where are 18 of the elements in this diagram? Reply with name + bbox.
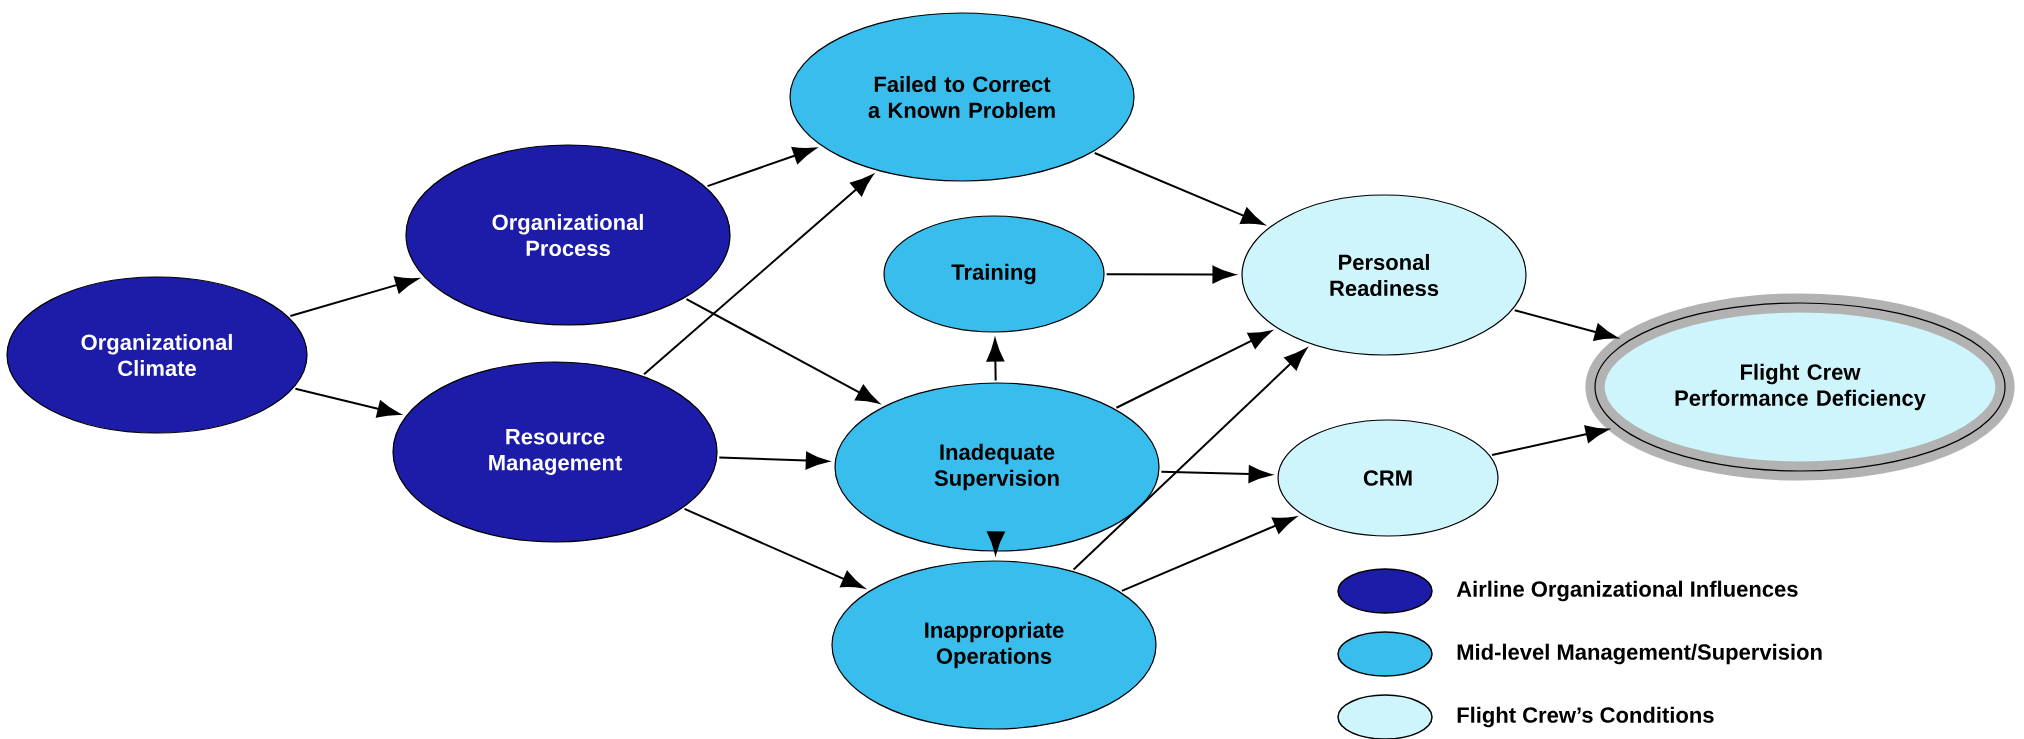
- arrow: [986, 338, 1005, 382]
- arrow: [683, 507, 865, 589]
- arrow: [987, 531, 1005, 555]
- arrow: [1160, 465, 1272, 483]
- arrow: [289, 276, 419, 318]
- legend-label: Flight Crew’s Conditions: [1457, 706, 1714, 728]
- arrow: [1513, 309, 1618, 341]
- arrow: [1120, 516, 1296, 592]
- arrow: [1115, 330, 1272, 409]
- arrow: [1491, 425, 1609, 457]
- arrow: [706, 147, 816, 188]
- arrow: [294, 387, 400, 418]
- arrow: [718, 451, 829, 470]
- arrow: [1105, 265, 1236, 284]
- arrow: [1072, 348, 1307, 571]
- legend-label: Mid-level Management/Supervision: [1457, 643, 1822, 665]
- arrow: [1093, 151, 1265, 225]
- legend-label: Airline Organizational Influences: [1456, 580, 1798, 602]
